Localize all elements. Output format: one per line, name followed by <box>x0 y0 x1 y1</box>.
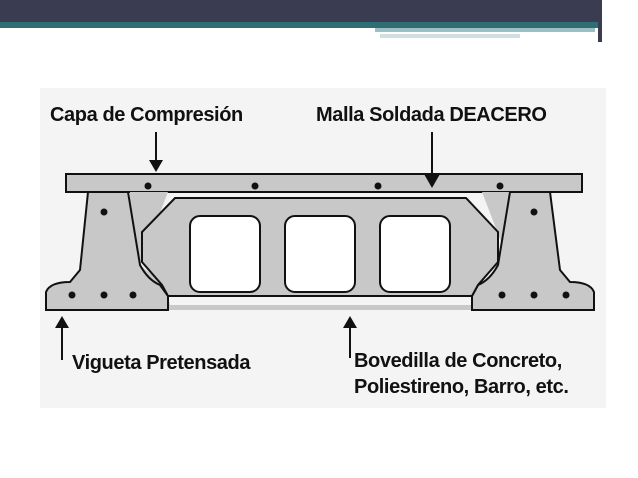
beam-strand <box>100 208 108 216</box>
mesh-dot <box>251 182 259 190</box>
beam-strand <box>498 291 506 299</box>
beam-strand <box>68 291 76 299</box>
bovedilla-cell <box>189 215 261 293</box>
right-beam <box>471 191 595 311</box>
bovedilla-cell <box>284 215 356 293</box>
header-band-teal <box>0 22 600 28</box>
header-band-dark <box>0 0 638 22</box>
beam-strand <box>100 291 108 299</box>
mesh-dot <box>374 182 382 190</box>
mesh-dot <box>496 182 504 190</box>
beam-strand <box>530 291 538 299</box>
header-band-light <box>380 34 520 38</box>
compression-layer <box>65 173 583 193</box>
arrow-vigueta <box>55 316 69 360</box>
header-band-accent <box>375 28 595 32</box>
label-bovedilla-line1: Bovedilla de Concreto, <box>354 350 562 372</box>
arrow-bovedilla <box>343 316 357 358</box>
beam-strand <box>530 208 538 216</box>
beam-strand <box>129 291 137 299</box>
left-beam <box>45 191 169 311</box>
bovedilla-cell <box>379 215 451 293</box>
header-corner-bar <box>598 0 602 42</box>
label-capa-compresion: Capa de Compresión <box>50 104 243 126</box>
arrow-capa <box>149 132 163 172</box>
label-vigueta: Vigueta Pretensada <box>72 352 251 374</box>
beam-strand <box>562 291 570 299</box>
label-bovedilla-line2: Poliestireno, Barro, etc. <box>354 376 569 398</box>
arrow-malla <box>424 132 440 188</box>
header-corner <box>600 0 638 48</box>
mesh-dot <box>144 182 152 190</box>
label-malla-soldada: Malla Soldada DEACERO <box>316 104 547 126</box>
